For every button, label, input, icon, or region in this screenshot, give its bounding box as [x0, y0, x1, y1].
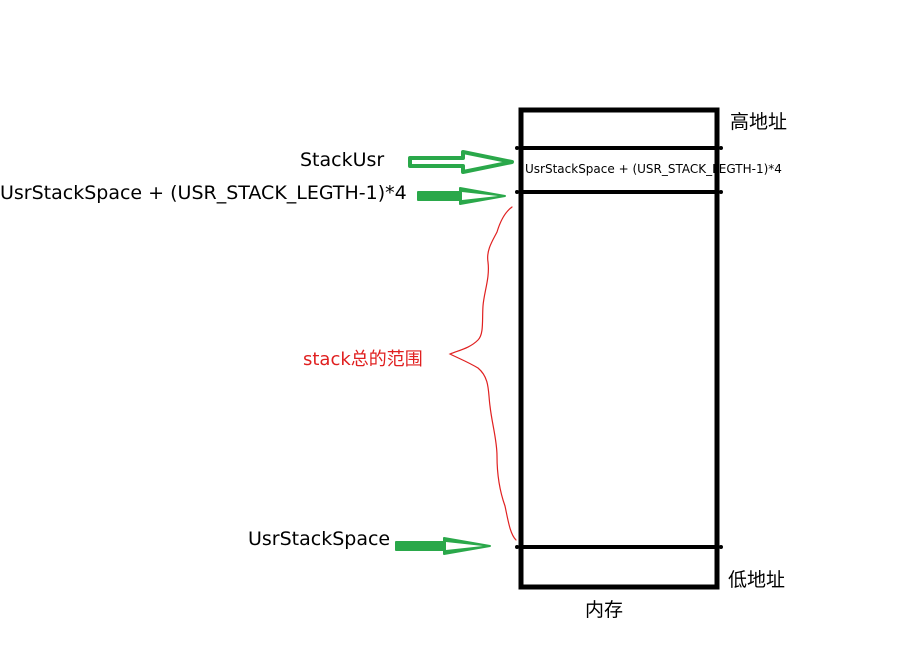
high-address-label: 高地址	[730, 111, 788, 133]
stack-top-expression-label: UsrStackSpace + (USR_STACK_LEGTH-1)*4	[0, 182, 407, 204]
dot	[515, 146, 519, 150]
dot	[719, 190, 723, 194]
arrow-bottom	[395, 537, 491, 555]
arrow-top-expr	[417, 187, 506, 205]
dot	[515, 190, 519, 194]
stackusr-label: StackUsr	[300, 149, 385, 171]
dot	[515, 545, 519, 549]
stack-range-label: stack总的范围	[303, 349, 423, 370]
memory-label: 内存	[585, 599, 624, 621]
dot	[719, 146, 723, 150]
stack-bottom-label: UsrStackSpace	[248, 528, 391, 550]
arrow-stackusr	[408, 150, 514, 174]
inner-expression-label: UsrStackSpace + (USR_STACK_LEGTH-1)*4	[525, 162, 782, 176]
low-address-label: 低地址	[728, 569, 786, 591]
dot	[719, 545, 723, 549]
memory-block	[518, 107, 720, 590]
range-brace	[448, 206, 517, 541]
